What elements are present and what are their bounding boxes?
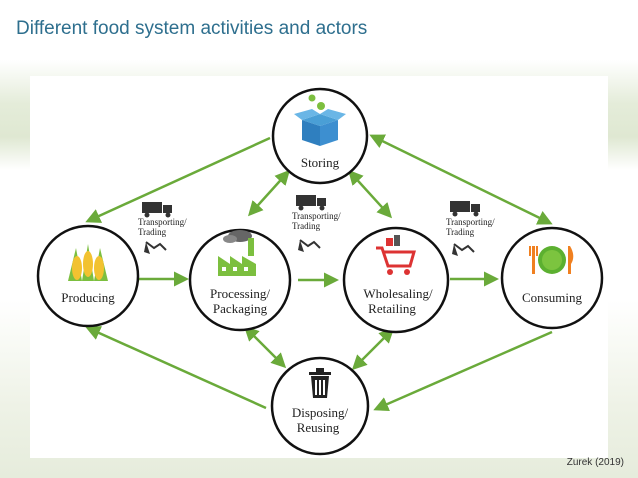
disposing-label-1: Disposing/ [292, 405, 349, 420]
arrow-storing-producing [85, 136, 271, 223]
arrow-processing-disposing [243, 325, 287, 369]
shopping-cart-icon [376, 235, 416, 275]
arrow-storing-processing [247, 169, 291, 217]
handshake-icon [452, 243, 475, 256]
flow-label-2-line2: Trading [292, 221, 321, 231]
corn-icon [68, 244, 108, 281]
handshake-icon [144, 241, 167, 254]
citation: Zurek (2019) [566, 457, 624, 468]
node-producing: Producing [36, 224, 140, 328]
truck-icon [450, 201, 480, 217]
slide-title: Different food system activities and act… [16, 18, 368, 39]
disposing-label-2: Reusing [297, 420, 340, 435]
truck-icon [142, 202, 172, 218]
node-consuming: Consuming [500, 226, 604, 330]
flow-label-1-line1: Transporting/ [138, 217, 187, 227]
arrow-wholesaling-disposing [351, 327, 395, 371]
flow-label-wholesaling-consuming: Transporting/ Trading [446, 201, 495, 256]
factory-icon [218, 230, 256, 276]
arrow-storing-consuming [369, 134, 553, 225]
handshake-icon [298, 239, 321, 252]
storing-label: Storing [301, 155, 340, 170]
node-processing: Processing/ Packaging [188, 228, 292, 332]
trash-can-icon [309, 368, 331, 398]
truck-icon [296, 195, 326, 211]
flow-label-3-line1: Transporting/ [446, 217, 495, 227]
plate-icon [529, 246, 574, 274]
flow-label-1-line2: Trading [138, 227, 167, 237]
flow-label-producing-processing: Transporting/ Trading [138, 202, 187, 254]
consuming-label: Consuming [522, 290, 582, 305]
food-system-diagram: Storing Producing Processing/ Packaging [36, 87, 604, 456]
processing-label-2: Packaging [213, 301, 268, 316]
arrow-producing-disposing [85, 326, 267, 410]
node-disposing: Disposing/ Reusing [270, 356, 370, 456]
node-wholesaling: Wholesaling/ Retailing [342, 226, 450, 334]
diagram-panel: Storing Producing Processing/ Packaging [30, 76, 608, 458]
flow-label-processing-wholesaling: Transporting/ Trading [292, 195, 341, 252]
arrow-consuming-disposing [373, 330, 553, 412]
flow-label-3-line2: Trading [446, 227, 475, 237]
producing-label: Producing [61, 290, 115, 305]
processing-label-1: Processing/ [210, 286, 270, 301]
wholesaling-label-1: Wholesaling/ [363, 286, 433, 301]
arrow-storing-wholesaling [347, 169, 393, 219]
node-storing: Storing [271, 87, 369, 185]
wholesaling-label-2: Retailing [368, 301, 416, 316]
open-box-icon [294, 94, 346, 146]
flow-label-2-line1: Transporting/ [292, 211, 341, 221]
